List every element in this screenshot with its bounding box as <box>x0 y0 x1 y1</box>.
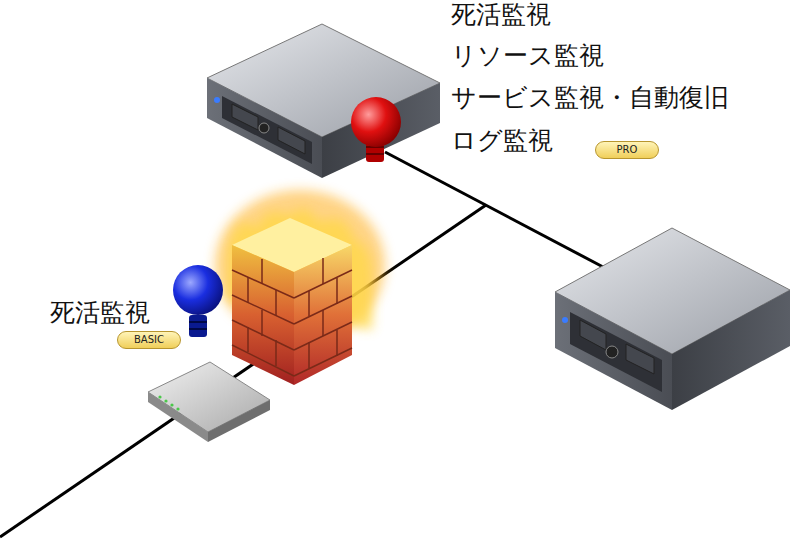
monitoring-label: ログ監視 <box>451 126 553 156</box>
badge-text: BASIC <box>134 334 164 346</box>
monitoring-label: 死活監視 <box>50 298 150 328</box>
monitoring-label: リソース監視 <box>451 41 604 71</box>
status-bulb <box>173 265 223 337</box>
monitoring-label: 死活監視 <box>451 0 551 30</box>
edition-badge: BASIC <box>117 331 181 349</box>
firewall <box>215 190 385 385</box>
monitoring-label: サービス監視・自動復旧 <box>451 83 729 113</box>
badge-text: PRO <box>617 144 638 156</box>
server <box>555 228 790 410</box>
network-hub <box>148 362 270 442</box>
server <box>207 24 440 178</box>
status-bulb <box>351 97 401 162</box>
edition-badge: PRO <box>595 141 659 159</box>
